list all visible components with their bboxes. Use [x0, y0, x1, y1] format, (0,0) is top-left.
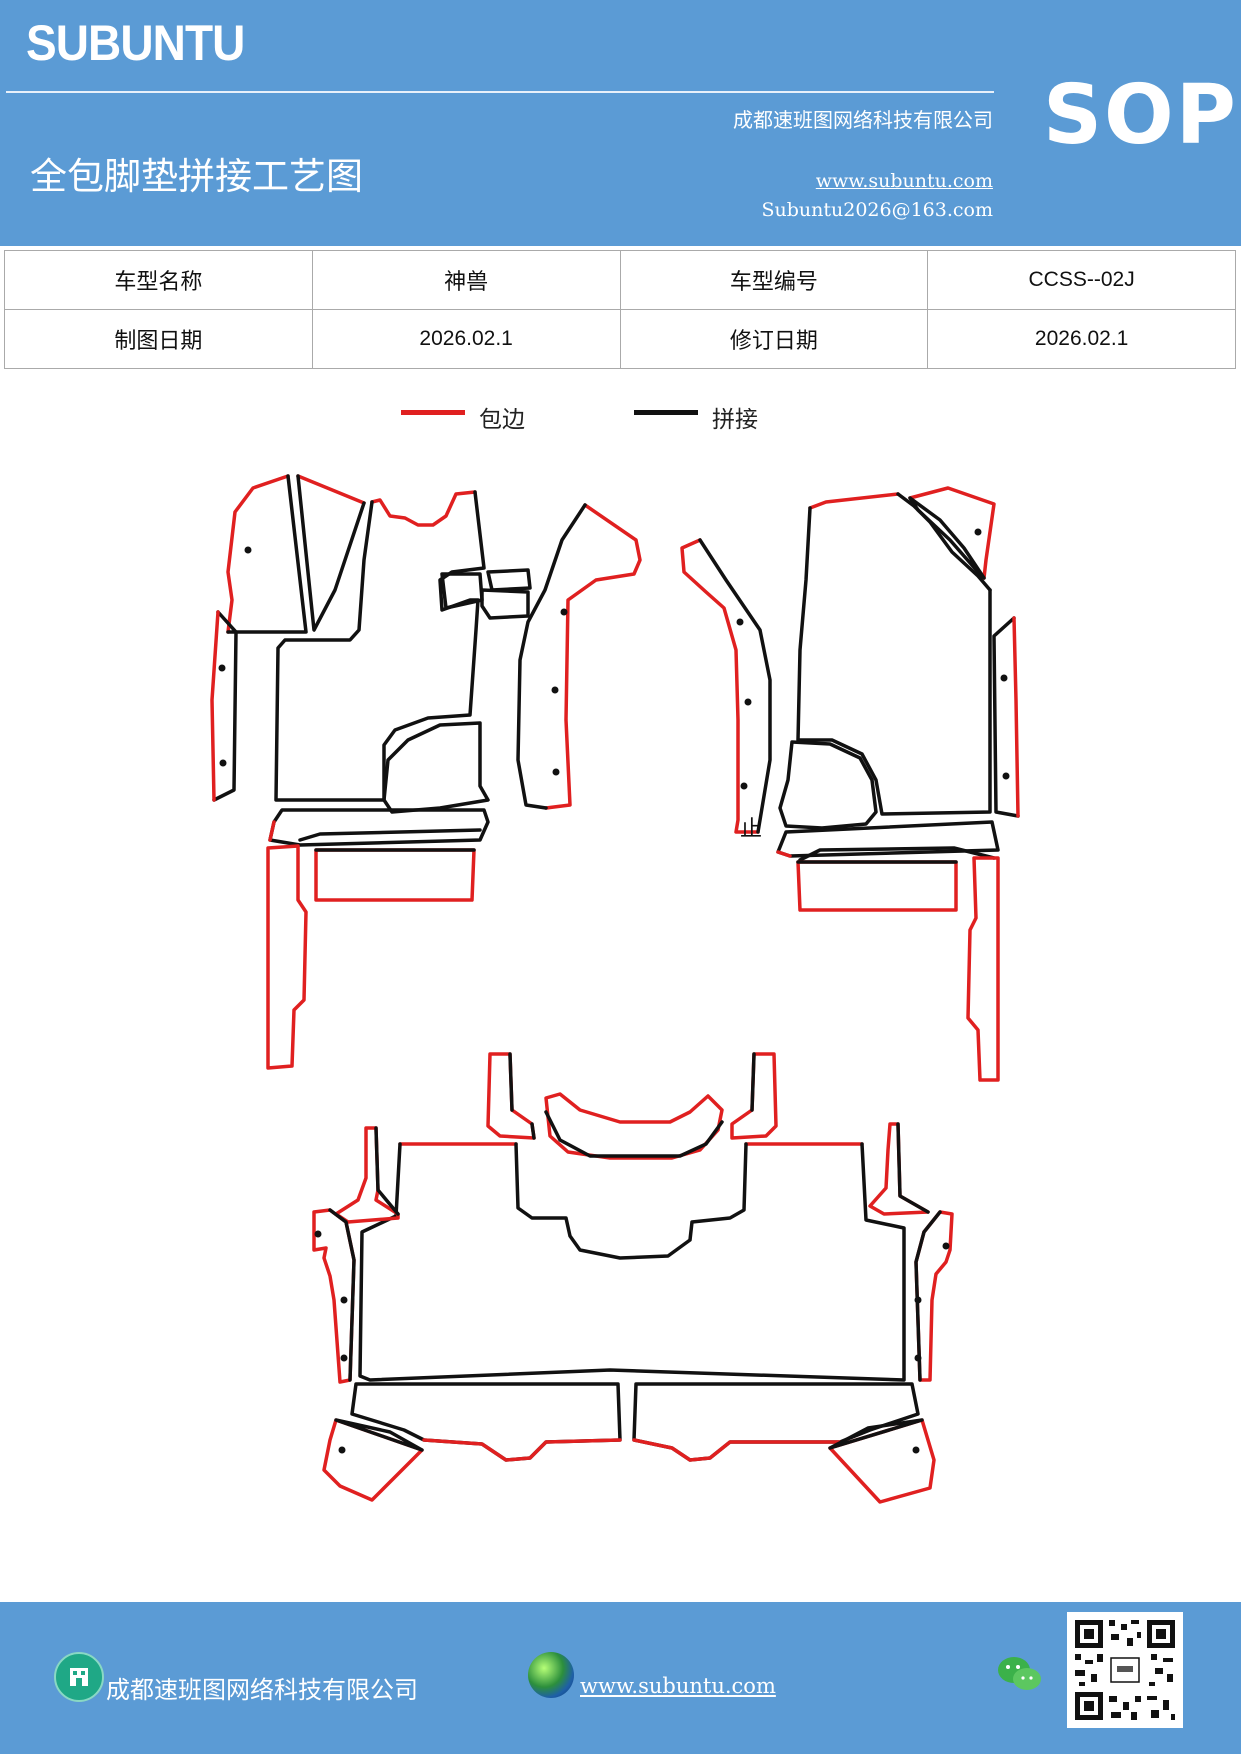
stop-mark: 止 [740, 817, 762, 842]
model-code-label: 车型编号 [619, 250, 929, 310]
model-name-value: 神兽 [311, 250, 621, 310]
building-icon [54, 1652, 104, 1702]
legend-label-binding: 包边 [479, 407, 525, 433]
company-name: 成都速班图网络科技有限公司 [733, 108, 993, 132]
globe-icon [528, 1652, 574, 1698]
table-row: 车型名称 神兽 车型编号 CCSS--02J [4, 250, 1236, 310]
header-banner: SUBUNTU 成都速班图网络科技有限公司 全包脚垫拼接工艺图 www.subu… [0, 0, 1241, 246]
table-row: 制图日期 2026.02.1 修订日期 2026.02.1 [4, 309, 1236, 369]
model-code-value: CCSS--02J [927, 250, 1236, 310]
header-divider [6, 91, 994, 93]
qr-code[interactable] [1067, 1612, 1183, 1728]
front-right-mat-group [680, 486, 1020, 1082]
document-title: 全包脚垫拼接工艺图 [30, 155, 363, 198]
front-left-mat-group [210, 474, 642, 1070]
revise-date-label: 修订日期 [619, 309, 929, 369]
legend-swatch-black [634, 410, 698, 415]
wechat-icon[interactable] [996, 1654, 1044, 1696]
doc-type-label: SOP [1043, 68, 1238, 163]
brand-logo: SUBUNTU [26, 15, 245, 71]
footer-company-name: 成都速班图网络科技有限公司 [106, 1676, 418, 1704]
website-link[interactable]: www.subuntu.com [815, 170, 993, 192]
footer-banner: 成都速班图网络科技有限公司 www.subuntu.com [0, 1602, 1241, 1754]
legend-swatch-red [401, 410, 465, 415]
draw-date-label: 制图日期 [4, 309, 313, 369]
fastener-dots [218, 528, 1010, 1454]
info-table: 车型名称 神兽 车型编号 CCSS--02J 制图日期 2026.02.1 修订… [4, 250, 1236, 369]
rear-mat-group [312, 1052, 954, 1504]
model-name-label: 车型名称 [4, 250, 313, 310]
footer-website-link[interactable]: www.subuntu.com [580, 1674, 776, 1698]
revise-date-value: 2026.02.1 [927, 309, 1236, 369]
email-address: Subuntu2026@163.com [761, 199, 993, 221]
draw-date-value: 2026.02.1 [311, 309, 621, 369]
legend-label-splice: 拼接 [712, 407, 758, 433]
